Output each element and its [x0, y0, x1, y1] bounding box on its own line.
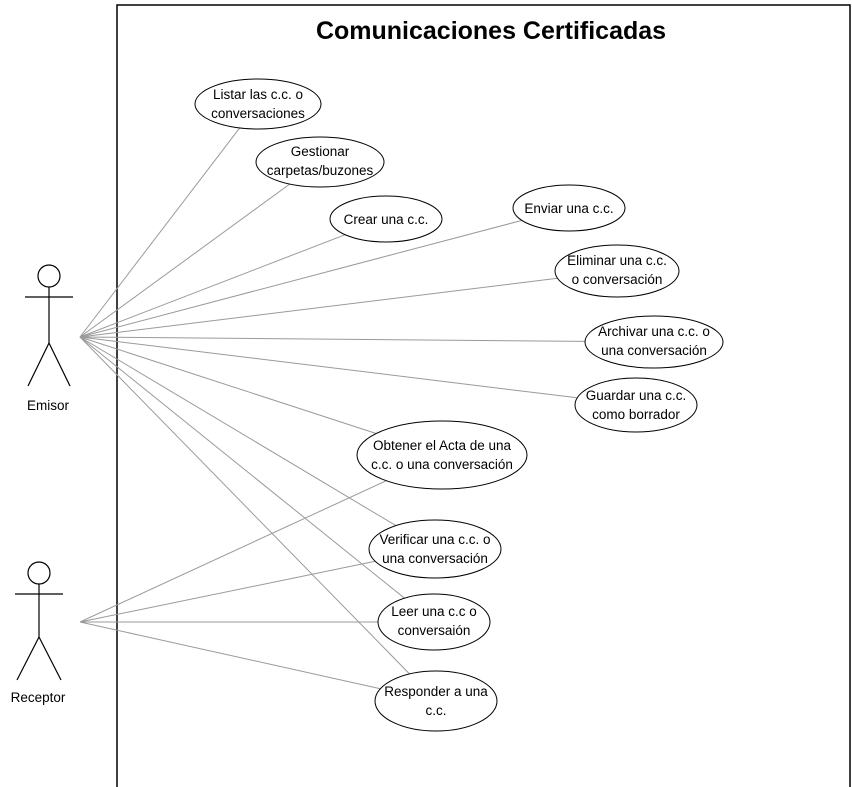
use-case-leer-line-2: conversaión — [398, 623, 471, 638]
use-case-responder-line-2: c.c. — [425, 703, 446, 718]
use-case-responder-line-1: Responder a una — [384, 684, 488, 699]
use-case-guardar[interactable]: Guardar una c.c. como borrador — [574, 377, 698, 433]
system-boundary — [116, 4, 851, 787]
use-case-eliminar[interactable]: Eliminar una c.c. o conversación — [554, 244, 680, 298]
use-case-eliminar-ellipse[interactable] — [554, 244, 680, 298]
association-emisor-verificar — [79, 336, 397, 527]
use-case-listar-line-2: conversaciones — [211, 106, 305, 121]
use-case-verificar-ellipse[interactable] — [368, 519, 502, 579]
use-case-listar[interactable]: Listar las c.c. o conversaciones — [194, 78, 322, 130]
actor-receptor-left-leg — [16, 636, 40, 681]
association-emisor-gestionar — [79, 183, 291, 338]
association-emisor-crear — [79, 234, 346, 338]
use-case-enviar[interactable]: Enviar una c.c. — [512, 184, 626, 232]
actor-receptor-label: Receptor — [11, 690, 66, 705]
use-case-enviar-line-1: Enviar una c.c. — [524, 201, 613, 216]
use-case-guardar-line-2: como borrador — [592, 407, 680, 422]
use-case-responder-ellipse[interactable] — [374, 670, 498, 732]
use-case-verificar-line-1: Verificar una c.c. o — [379, 532, 490, 547]
association-receptor-responder — [79, 621, 381, 690]
use-case-crear-line-1: Crear una c.c. — [344, 212, 429, 227]
use-case-crear[interactable]: Crear una c.c. — [329, 195, 443, 243]
use-case-verificar-line-2: una conversación — [382, 551, 488, 566]
use-case-archivar[interactable]: Archivar una c.c. o una conversación — [584, 315, 724, 369]
use-case-gestionar-line-1: Gestionar — [291, 144, 350, 159]
use-case-obtener-line-2: c.c. o una conversación — [371, 457, 513, 472]
use-case-archivar-ellipse[interactable] — [584, 315, 724, 369]
use-case-guardar-ellipse[interactable] — [574, 377, 698, 433]
use-case-gestionar-ellipse[interactable] — [255, 136, 385, 188]
association-emisor-enviar — [79, 219, 523, 338]
actor-emisor: Emisor — [25, 264, 73, 413]
use-case-obtener-ellipse[interactable] — [356, 420, 528, 490]
actor-emisor-left-leg — [27, 342, 50, 387]
actor-receptor-head — [27, 561, 51, 585]
use-case-crear-ellipse[interactable] — [329, 195, 443, 243]
use-case-leer[interactable]: Leer una c.c o conversaión — [377, 593, 491, 651]
use-case-listar-line-1: Listar las c.c. o — [213, 87, 303, 102]
actor-emisor-right-leg — [48, 342, 71, 387]
association-emisor-leer — [79, 336, 405, 599]
use-case-archivar-line-1: Archivar una c.c. o — [598, 324, 710, 339]
use-case-archivar-line-2: una conversación — [601, 343, 707, 358]
use-case-enviar-ellipse[interactable] — [512, 184, 626, 232]
use-case-leer-line-1: Leer una c.c o — [391, 604, 477, 619]
use-case-gestionar[interactable]: Gestionar carpetas/buzones — [255, 136, 385, 188]
use-case-verificar[interactable]: Verificar una c.c. o una conversación — [368, 519, 502, 579]
use-case-leer-ellipse[interactable] — [377, 593, 491, 651]
use-case-eliminar-line-1: Eliminar una c.c. — [567, 253, 667, 268]
association-emisor-eliminar — [79, 277, 558, 338]
use-case-responder[interactable]: Responder a una c.c. — [374, 670, 498, 732]
actor-receptor-right-leg — [38, 636, 62, 681]
use-case-gestionar-line-2: carpetas/buzones — [267, 163, 374, 178]
diagram-title: Comunicaciones Certificadas — [316, 17, 666, 45]
association-emisor-responder — [79, 336, 410, 675]
association-emisor-listar — [79, 127, 241, 338]
use-case-obtener[interactable]: Obtener el Acta de una c.c. o una conver… — [356, 420, 528, 490]
use-case-listar-ellipse[interactable] — [194, 78, 322, 130]
actor-emisor-head — [37, 264, 61, 288]
association-emisor-guardar — [79, 336, 578, 399]
association-receptor-verificar — [79, 560, 376, 623]
association-emisor-obtener — [79, 336, 377, 434]
actor-receptor: Receptor — [11, 561, 66, 705]
use-case-eliminar-line-2: o conversación — [572, 272, 663, 287]
associations — [79, 127, 586, 690]
use-case-obtener-line-1: Obtener el Acta de una — [373, 438, 512, 453]
association-receptor-obtener — [79, 480, 387, 623]
use-case-guardar-line-1: Guardar una c.c. — [586, 388, 687, 403]
actor-emisor-label: Emisor — [27, 398, 70, 413]
association-emisor-archivar — [79, 336, 586, 342]
